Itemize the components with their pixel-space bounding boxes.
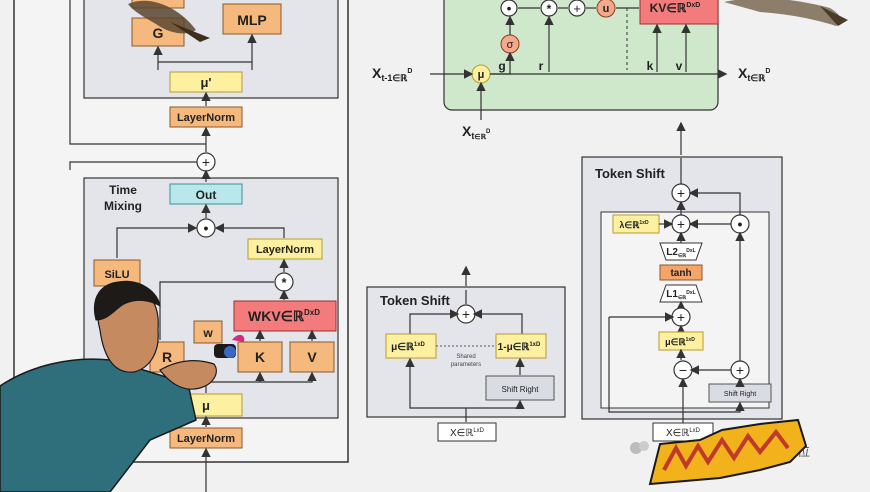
sigma-label: σ bbox=[507, 39, 514, 51]
token-shift-simple: Token Shift + μ∈ℝ1xD 1-μ∈ℝ1xD Shared par… bbox=[366, 265, 566, 442]
shared-params-1: Shared bbox=[456, 354, 475, 360]
wkv-green-panel bbox=[443, 0, 719, 111]
ts-b-mid-add-symbol: + bbox=[677, 309, 685, 325]
ts-b-lambda-label: λ∈ℝ1xD bbox=[619, 220, 649, 230]
out-label: Out bbox=[196, 188, 217, 202]
g-label: G bbox=[153, 25, 164, 41]
gate-multiply-symbol: • bbox=[204, 220, 209, 236]
mu-label: μ bbox=[202, 398, 210, 413]
layernorm-bottom-label: LayerNorm bbox=[177, 433, 235, 445]
bonus-multiply-symbol: * bbox=[281, 275, 287, 290]
ts-a-shift-right-label: Shift Right bbox=[502, 385, 540, 394]
x-prev-label: Xt-1∈ℝD bbox=[372, 65, 412, 83]
ts-a-mu-label: μ∈ℝ1xD bbox=[391, 342, 425, 353]
comic-sticker-illustration bbox=[648, 418, 808, 486]
ts-a-one-minus-mu-label: 1-μ∈ℝ1xD bbox=[498, 342, 541, 353]
layernorm-mid-label: LayerNorm bbox=[256, 244, 314, 256]
x-out-label: Xt∈ℝD bbox=[738, 65, 770, 83]
w-label: w bbox=[202, 326, 213, 340]
ts-b-tanh-label: tanh bbox=[670, 268, 691, 279]
plus-op-symbol: + bbox=[573, 1, 581, 16]
wkv-box bbox=[233, 300, 337, 332]
star-op-symbol: * bbox=[547, 2, 552, 16]
output-dot-symbol: • bbox=[507, 1, 512, 16]
ts-b-right-mult-symbol: • bbox=[738, 216, 743, 232]
g-arrow-label: g bbox=[498, 59, 505, 73]
wechat-icon bbox=[630, 442, 642, 454]
time-mixing-title-2: Mixing bbox=[104, 199, 142, 213]
token-shift-a-add-symbol: + bbox=[462, 306, 470, 322]
residual-add-top-symbol: + bbox=[202, 154, 210, 170]
r-arrow-label: r bbox=[539, 59, 544, 73]
silu-label: SiLU bbox=[104, 269, 129, 281]
kv-state-label: KV∈ℝDxD bbox=[650, 1, 701, 15]
v-label: V bbox=[307, 349, 317, 365]
ts-a-x-input-label: X∈ℝLxD bbox=[450, 428, 485, 439]
ts-b-tanh-box bbox=[659, 264, 703, 281]
layernorm-top-label: LayerNorm bbox=[177, 112, 235, 124]
x-t-label: Xt∈ℝD bbox=[462, 123, 491, 141]
ts-b-l2-label: L2∈ℝDxL bbox=[666, 247, 695, 259]
v-arrow-label: v bbox=[676, 59, 683, 73]
k-arrow-label: k bbox=[647, 59, 654, 73]
ts-b-l1-label: L1∈ℝDxL bbox=[666, 289, 695, 301]
shared-params-2: parameters bbox=[451, 362, 481, 368]
ts-b-l1-box bbox=[659, 284, 703, 303]
ts-b-top-add-symbol: + bbox=[677, 185, 685, 201]
w-box bbox=[193, 320, 223, 344]
k-box bbox=[237, 341, 283, 373]
mu-prime-label: μ' bbox=[200, 75, 211, 90]
plus-op bbox=[568, 0, 586, 17]
u-node bbox=[596, 0, 616, 18]
bird-illustration-left bbox=[128, 0, 210, 42]
token-shift-b-title: Token Shift bbox=[595, 166, 665, 181]
kv-state-box bbox=[639, 0, 719, 25]
wkv-detail-panel: • * + u KV∈ℝDxD σ g r k v μ Xt-1∈ℝD Xt∈ℝ… bbox=[372, 0, 770, 155]
ts-b-second-add-symbol: + bbox=[677, 216, 685, 232]
ts-b-mu-label: μ∈ℝ1xD bbox=[665, 337, 695, 347]
ts-b-l2-box bbox=[659, 242, 703, 261]
wkv-label: WKV∈ℝDxD bbox=[248, 308, 320, 324]
r-label: R bbox=[162, 349, 172, 365]
watermark: 量子位 bbox=[630, 418, 810, 486]
token-shift-a-title: Token Shift bbox=[380, 293, 450, 308]
ts-b-subtract-symbol: − bbox=[679, 362, 687, 378]
mlp-label: MLP bbox=[237, 12, 267, 28]
ts-a-x-input-box bbox=[437, 422, 497, 442]
u-label: u bbox=[603, 3, 610, 15]
cartoon-character-illustration bbox=[0, 280, 245, 492]
bird-illustration-right bbox=[724, 0, 848, 26]
k-label: K bbox=[255, 349, 265, 365]
ts-b-x-input-label: X∈ℝLxD bbox=[666, 428, 701, 439]
ts-b-shift-right-label: Shift Right bbox=[724, 391, 756, 398]
v-box bbox=[289, 341, 335, 373]
center-mu-label: μ bbox=[478, 69, 485, 81]
ts-b-right-add-symbol: + bbox=[736, 362, 744, 378]
token-shift-dynamic: Token Shift + + λ∈ℝ1xD • L2∈ℝDxL tanh L1… bbox=[581, 156, 783, 442]
time-mixing-title-1: Time bbox=[109, 183, 137, 197]
